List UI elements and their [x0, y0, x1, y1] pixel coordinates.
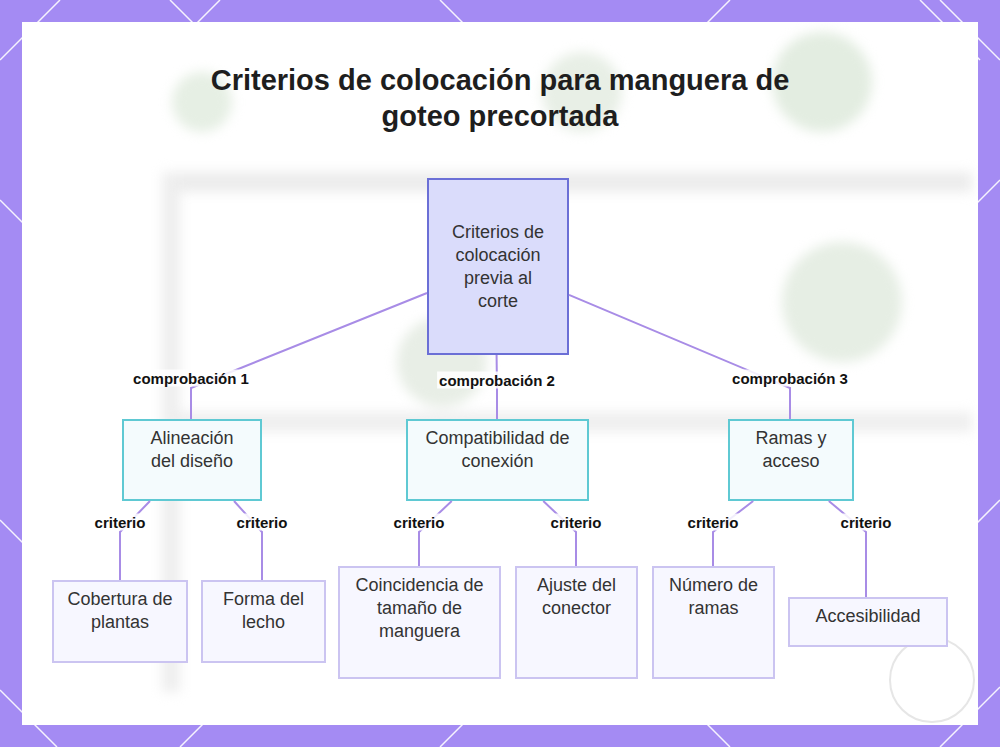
node-text: Ramas y acceso — [742, 427, 840, 473]
criterion-box: Cobertura de plantas — [52, 580, 188, 663]
connector-line — [419, 501, 452, 566]
diagram-title: Criterios de colocación para manguera de… — [200, 62, 800, 134]
shelf — [172, 172, 972, 192]
connector-line — [569, 295, 790, 419]
edge-label: criterio — [549, 514, 604, 531]
edge-label: comprobación 2 — [437, 372, 557, 389]
node-text: Cobertura de plantas — [64, 588, 176, 634]
check-box: Ramas y acceso — [728, 419, 854, 501]
edge-label: comprobación 1 — [131, 370, 251, 387]
node-text: Forma del lecho — [213, 588, 314, 634]
root-box: Criterios de colocación previa al corte — [427, 178, 569, 355]
edge-label: criterio — [235, 514, 290, 531]
node-text: Ajuste del conector — [527, 574, 626, 620]
edge-label: criterio — [686, 514, 741, 531]
check-box: Compatibilidad de conexión — [406, 419, 589, 501]
connector-line — [191, 293, 427, 419]
criterion-box: Ajuste del conector — [515, 566, 638, 679]
edge-label: criterio — [839, 514, 894, 531]
watermark-circle — [890, 638, 974, 722]
edge-label: comprobación 3 — [730, 370, 850, 387]
criterion-box: Forma del lecho — [201, 580, 326, 663]
criterion-box: Número de ramas — [652, 566, 775, 679]
plant — [782, 242, 902, 362]
node-text: Alineación del diseño — [136, 427, 248, 473]
node-text: Accesibilidad — [815, 605, 920, 628]
connector-line — [543, 501, 576, 566]
node-text: Número de ramas — [664, 574, 763, 620]
check-box: Alineación del diseño — [122, 419, 262, 501]
node-text: Criterios de colocación previa al corte — [451, 221, 545, 313]
edge-label: criterio — [93, 514, 148, 531]
node-text: Coincidencia de tamaño de manguera — [350, 574, 489, 643]
criterion-box: Accesibilidad — [788, 597, 948, 647]
criterion-box: Coincidencia de tamaño de manguera — [338, 566, 501, 679]
edge-label: criterio — [392, 514, 447, 531]
connector-line — [713, 501, 753, 566]
node-text: Compatibilidad de conexión — [420, 427, 575, 473]
